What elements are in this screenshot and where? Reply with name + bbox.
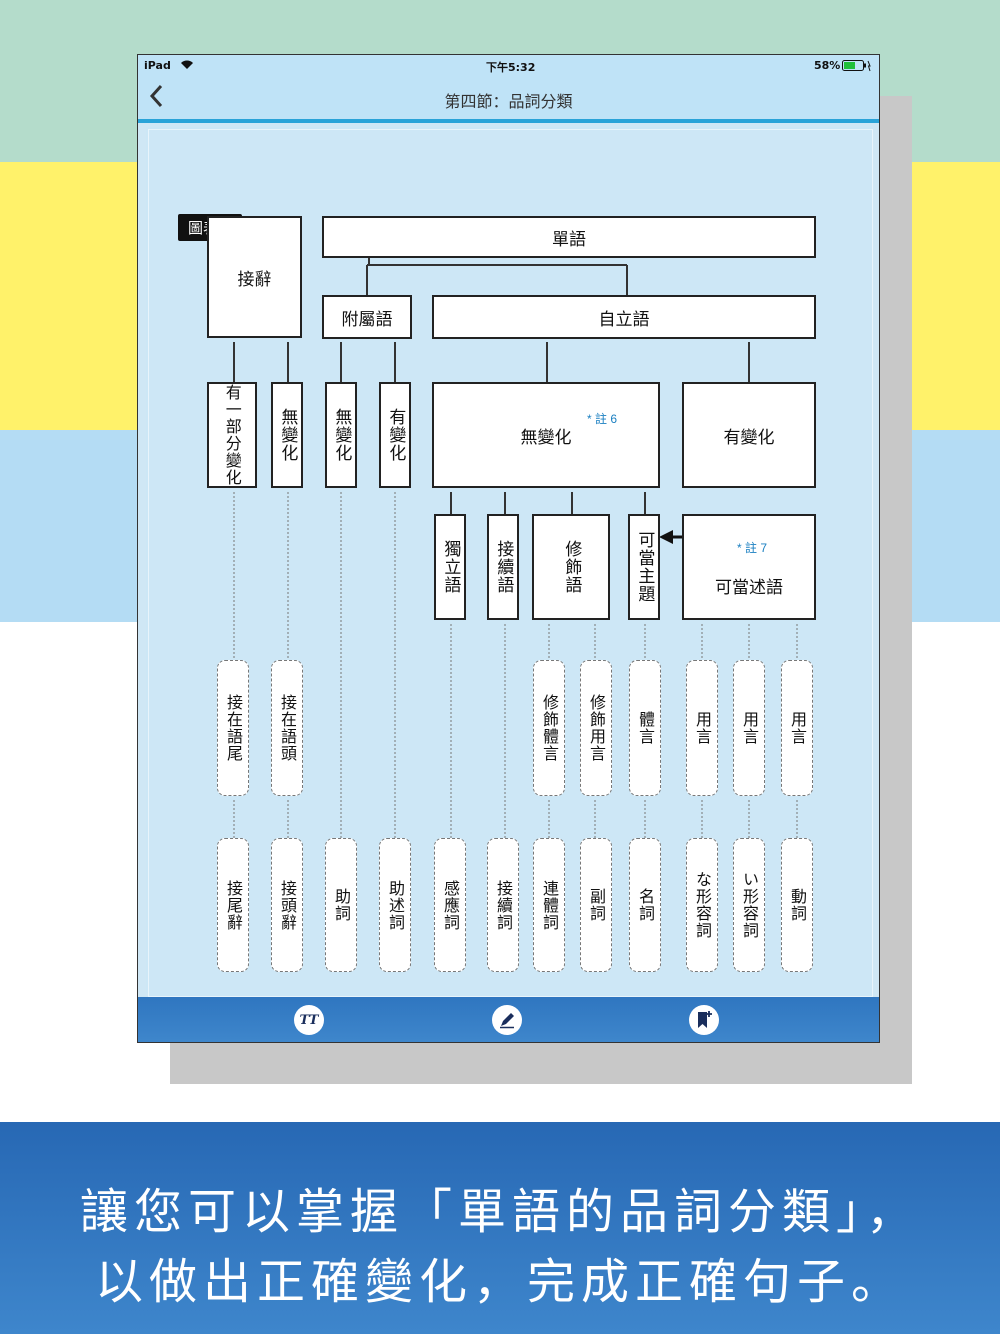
node-independent-word: 自立語 — [432, 295, 816, 339]
ipad-screen: iPad 下午5:32 58% 第四節：品詞分類 圖表 3 — [137, 54, 880, 1043]
chart-panel: 圖表 3 — [148, 129, 873, 997]
node-affix-no-change: 無變化 — [271, 382, 303, 488]
leaf-noun: 名詞 — [629, 838, 661, 972]
note-7-link[interactable]: * 註 7 — [737, 541, 768, 555]
note-button[interactable] — [492, 1005, 522, 1035]
leaf-auxiliary: 助述詞 — [379, 838, 411, 972]
leaf-verb: 動詞 — [781, 838, 813, 972]
wifi-icon — [180, 59, 194, 73]
chevron-left-icon — [149, 84, 163, 108]
node-dependent-no-change: 無變化 — [325, 382, 357, 488]
nav-bar: 第四節：品詞分類 — [138, 77, 879, 121]
node-dependent-word: 附屬語 — [322, 295, 412, 339]
leaf-interjection: 感應詞 — [434, 838, 466, 972]
leaf-adnominal: 連體詞 — [533, 838, 565, 972]
node-predicate-capable: 可當述語 — [682, 514, 816, 620]
pill-attach-suffix: 接在語尾 — [217, 660, 249, 796]
pencil-icon — [500, 1013, 514, 1029]
node-affix-partial-change: 有一部分變化 — [207, 382, 257, 488]
node-conjunctive-phrase: 接續語 — [487, 514, 519, 620]
node-modifier-phrase: 修飾語 — [532, 514, 610, 620]
font-size-button[interactable]: TT — [294, 1005, 324, 1035]
caption-line-1: 讓您可以掌握「單語的品詞分類」， — [79, 1184, 920, 1240]
bottom-toolbar: TT — [138, 997, 879, 1042]
node-independent-phrase: 獨立語 — [434, 514, 466, 620]
leaf-prefix: 接頭辭 — [271, 838, 303, 972]
pill-modify-noun: 修飾體言 — [533, 660, 565, 796]
pill-predicate-2: 用言 — [733, 660, 765, 796]
pill-predicate-3: 用言 — [781, 660, 813, 796]
pill-modify-predicate: 修飾用言 — [580, 660, 612, 796]
leaf-na-adjective: な形容詞 — [686, 838, 718, 972]
pill-attach-prefix: 接在語頭 — [271, 660, 303, 796]
bookmark-button[interactable] — [689, 1005, 719, 1035]
battery-percent: 58% — [814, 59, 841, 72]
page-title: 第四節：品詞分類 — [444, 92, 573, 111]
leaf-conjunction: 接續詞 — [487, 838, 519, 972]
caption-line-2: 以做出正確變化，完成正確句子。 — [94, 1254, 905, 1310]
node-dependent-change: 有變化 — [379, 382, 411, 488]
leaf-suffix: 接尾辭 — [217, 838, 249, 972]
battery-icon — [842, 60, 872, 75]
pill-predicate-1: 用言 — [686, 660, 718, 796]
node-independent-no-change: 無變化 — [432, 382, 660, 488]
nav-divider — [138, 119, 879, 123]
node-independent-change: 有變化 — [682, 382, 816, 488]
back-button[interactable] — [148, 83, 164, 115]
device-name: iPad — [144, 59, 171, 72]
leaf-particle: 助詞 — [325, 838, 357, 972]
pill-substantive: 體言 — [629, 660, 661, 796]
leaf-adverb: 副詞 — [580, 838, 612, 972]
note-6-link[interactable]: * 註 6 — [587, 412, 618, 426]
chart-area: 圖表 3 — [146, 127, 873, 997]
node-root-word: 單語 — [322, 216, 816, 258]
bookmark-add-icon — [698, 1011, 712, 1028]
text-size-icon: TT — [299, 1012, 319, 1028]
status-bar: iPad 下午5:32 58% — [138, 55, 879, 77]
leaf-i-adjective: い形容詞 — [733, 838, 765, 972]
node-subject-capable: 可當主題 — [628, 514, 660, 620]
clock: 下午5:32 — [486, 61, 536, 74]
node-affix: 接辭 — [207, 216, 302, 338]
promo-caption: 讓您可以掌握「單語的品詞分類」， 以做出正確變化，完成正確句子。 — [0, 1122, 1000, 1334]
